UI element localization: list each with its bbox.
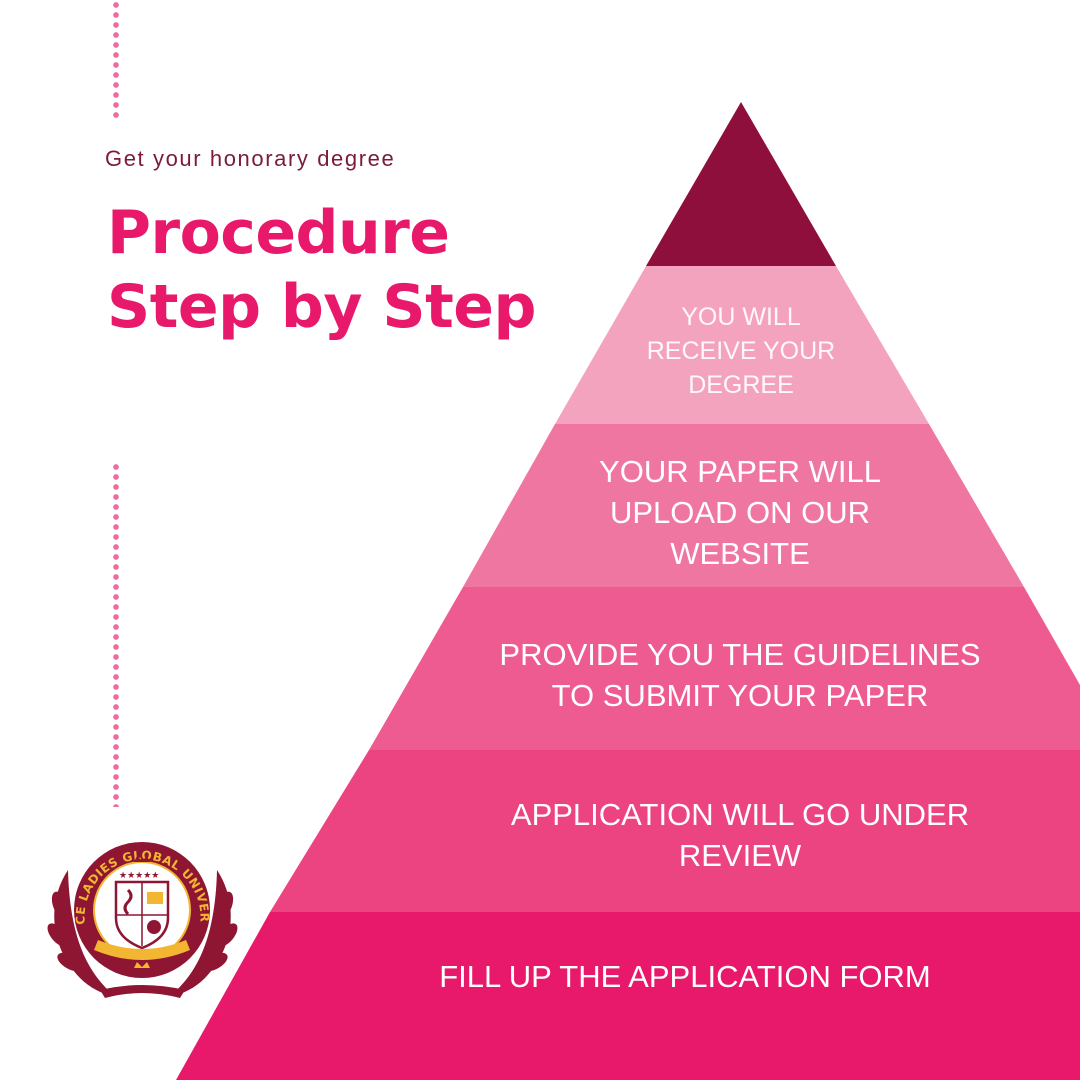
crown-icon bbox=[134, 856, 150, 862]
pyramid-tier-apex bbox=[646, 102, 836, 266]
pyramid-tier-step-1 bbox=[176, 912, 1080, 1080]
title-line-2: Step by Step bbox=[107, 272, 536, 342]
page-title: Procedure Step by Step bbox=[107, 196, 536, 344]
globe-icon bbox=[147, 920, 161, 934]
pyramid-tier-step-5 bbox=[555, 266, 929, 424]
pyramid-tier-step-4 bbox=[463, 424, 1024, 587]
step-5-label: YOU WILL RECEIVE YOUR DEGREE bbox=[646, 303, 836, 399]
svg-text:★★★★★: ★★★★★ bbox=[119, 871, 159, 881]
step-3-label: PROVIDE YOU THE GUIDELINES TO SUBMIT YOU… bbox=[499, 637, 981, 713]
dotted-line-top bbox=[113, 0, 119, 118]
university-logo: GRACE LADIES GLOBAL UNIVERSITY ★★★★★ bbox=[40, 830, 238, 998]
step-1-label: FILL UP THE APPLICATION FORM bbox=[439, 959, 931, 994]
book-icon bbox=[147, 892, 163, 904]
laurel-wreath bbox=[47, 870, 238, 998]
figure-icon bbox=[123, 888, 133, 916]
stars-row: ★★★★★ bbox=[119, 871, 159, 881]
subtitle: Get your honorary degree bbox=[105, 146, 396, 171]
step-4-label: YOUR PAPER WILL UPLOAD ON OUR WEBSITE bbox=[599, 454, 881, 571]
logo-banner bbox=[94, 940, 190, 960]
step-2-label: APPLICATION WILL GO UNDER REVIEW bbox=[510, 797, 970, 873]
pyramid-tier-step-3 bbox=[369, 587, 1080, 750]
title-line-1: Procedure bbox=[107, 198, 450, 268]
dotted-line-middle bbox=[113, 462, 119, 807]
pyramid-tier-step-2 bbox=[270, 750, 1080, 912]
